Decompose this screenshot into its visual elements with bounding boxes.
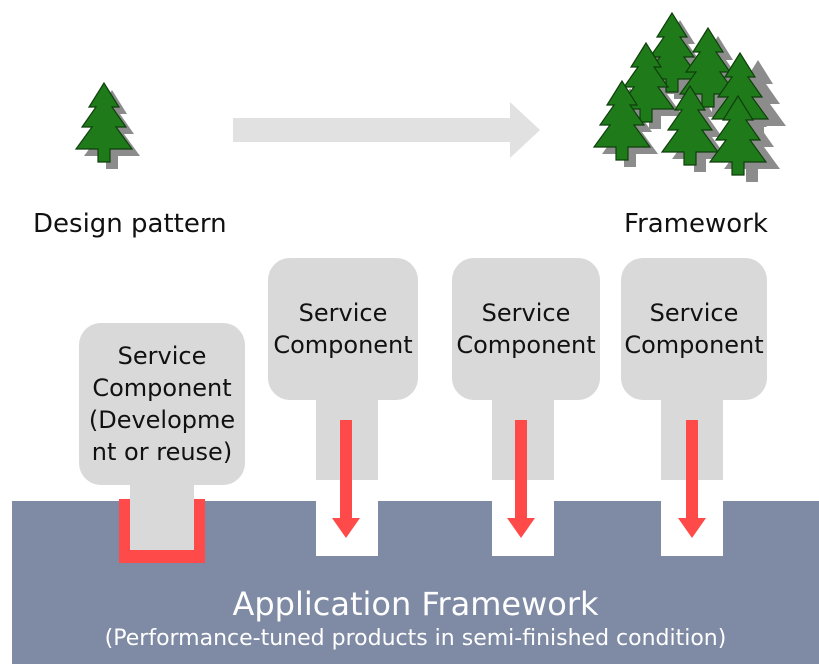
- component-line: Component: [92, 374, 232, 402]
- component-line: Component: [624, 331, 764, 359]
- down-arrow-icon: [507, 420, 535, 538]
- down-arrow-icon: [678, 420, 706, 538]
- service-component-1: Service Component: [268, 258, 418, 400]
- service-component-3: Service Component: [621, 258, 767, 400]
- application-framework-subtitle: (Performance-tuned products in semi-fini…: [104, 626, 727, 651]
- component-line: Service: [298, 299, 388, 327]
- socket-opening: [130, 485, 194, 550]
- component-line: nt or reuse): [91, 438, 233, 466]
- service-component-2: Service Component: [452, 258, 600, 400]
- component-line: Service: [117, 342, 207, 370]
- service-component-development: Service Component (Developme nt or reuse…: [79, 323, 245, 485]
- component-line: Component: [456, 331, 596, 359]
- design-pattern-label: Design pattern: [33, 209, 227, 239]
- component-line: Service: [481, 299, 571, 327]
- right-arrow-icon: [233, 102, 540, 158]
- down-arrow-icon: [332, 420, 360, 538]
- component-line: (Developme: [88, 406, 236, 434]
- component-line: Service: [649, 299, 739, 327]
- framework-label: Framework: [624, 209, 768, 239]
- component-line: Component: [273, 331, 413, 359]
- application-framework-title: Application Framework: [232, 585, 599, 623]
